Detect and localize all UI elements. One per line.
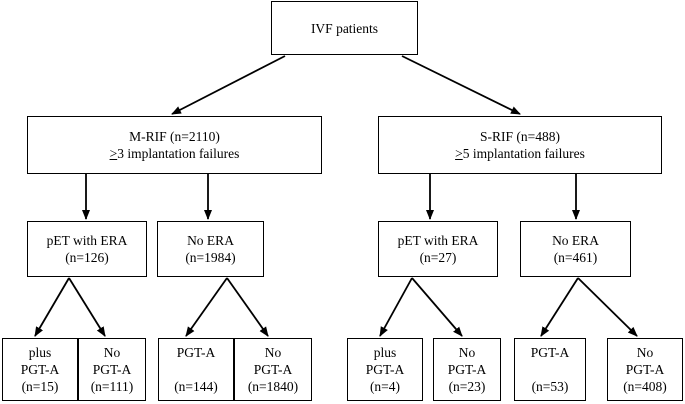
leaf-count: (n=111) [90, 379, 134, 394]
box-s-no-era: No ERA (n=461) [520, 221, 631, 277]
box-m-pet-era-label: pET with ERA [46, 233, 128, 248]
box-m-rif-criteria: >3 implantation failures [109, 146, 240, 161]
leaf-count: (n=144) [174, 379, 218, 394]
box-s-pet-era-count: (n=27) [419, 250, 457, 265]
arrow-root-to-mrif [171, 55, 286, 115]
box-s-pet-era: pET with ERA (n=27) [378, 221, 498, 277]
box-m-no-era-count: (n=1984) [185, 250, 236, 265]
leaf-line-2: PGT-A [625, 362, 665, 377]
leaf-count: (n=4) [369, 379, 401, 394]
box-m-no-era-label: No ERA [187, 233, 234, 248]
leaf-line-2: PGT-A [365, 362, 405, 377]
arrow-s-era-to-plus [379, 277, 413, 337]
leaf-line-1: PGT-A [176, 345, 216, 360]
box-s-pet-era-label: pET with ERA [397, 233, 479, 248]
leaf-line-2: PGT-A [253, 362, 293, 377]
arrow-m-era-to-no [68, 277, 106, 337]
leaf-line-1: plus [28, 345, 52, 360]
arrow-s-noera-to-no [577, 277, 638, 337]
box-m-rif-title: M-RIF (n=2110) [129, 129, 220, 144]
box-s-era-no-pgta: No PGT-A (n=23) [433, 338, 501, 401]
box-m-no-era: No ERA (n=1984) [157, 221, 264, 277]
box-m-pet-era-count: (n=126) [65, 250, 109, 265]
leaf-spacer [548, 361, 551, 378]
arrow-m-era-to-plus [34, 277, 70, 337]
leaf-line-2: PGT-A [20, 362, 60, 377]
leaf-line-1: PGT-A [530, 345, 570, 360]
box-s-noera-no-pgta: No PGT-A (n=408) [607, 338, 683, 401]
arrow-m-noera-to-pgta [185, 277, 228, 337]
leaf-line-1: No [264, 345, 282, 360]
box-m-era-no-pgta: No PGT-A (n=111) [78, 338, 146, 401]
arrow-s-noera-to-pgta [540, 277, 579, 337]
box-s-no-era-count: (n=461) [553, 250, 598, 265]
leaf-spacer [194, 361, 197, 378]
box-ivf-patients-label: IVF patients [310, 20, 379, 36]
arrow-m-noera-to-no [226, 277, 269, 337]
leaf-line-2: PGT-A [447, 362, 487, 377]
box-m-noera-no-pgta: No PGT-A (n=1840) [234, 338, 312, 401]
leaf-count: (n=1840) [247, 379, 299, 394]
leaf-line-1: plus [373, 345, 397, 360]
arrow-s-era-to-no [411, 277, 463, 337]
box-s-era-plus-pgta: plus PGT-A (n=4) [347, 338, 423, 401]
leaf-line-1: No [103, 345, 121, 360]
box-s-rif: S-RIF (n=488) >5 implantation failures [378, 116, 662, 174]
leaf-count: (n=23) [448, 379, 486, 394]
ge-symbol: > [109, 146, 118, 161]
box-ivf-patients: IVF patients [271, 1, 418, 55]
box-m-noera-pgta: PGT-A (n=144) [158, 338, 234, 401]
box-m-rif: M-RIF (n=2110) >3 implantation failures [27, 116, 322, 174]
arrow-root-to-srif [401, 55, 521, 115]
leaf-count: (n=53) [531, 379, 569, 394]
box-s-noera-pgta: PGT-A (n=53) [514, 338, 586, 401]
ge-symbol: > [455, 146, 463, 161]
leaf-line-1: No [636, 345, 654, 360]
leaf-line-2: PGT-A [92, 362, 132, 377]
box-m-era-plus-pgta: plus PGT-A (n=15) [2, 338, 78, 401]
box-s-no-era-label: No ERA [552, 233, 599, 248]
box-s-rif-criteria: >5 implantation failures [455, 146, 585, 161]
box-s-rif-title: S-RIF (n=488) [480, 129, 560, 144]
leaf-line-1: No [458, 345, 476, 360]
box-m-pet-era: pET with ERA (n=126) [27, 221, 147, 277]
leaf-count: (n=408) [623, 379, 667, 394]
leaf-count: (n=15) [21, 379, 59, 394]
